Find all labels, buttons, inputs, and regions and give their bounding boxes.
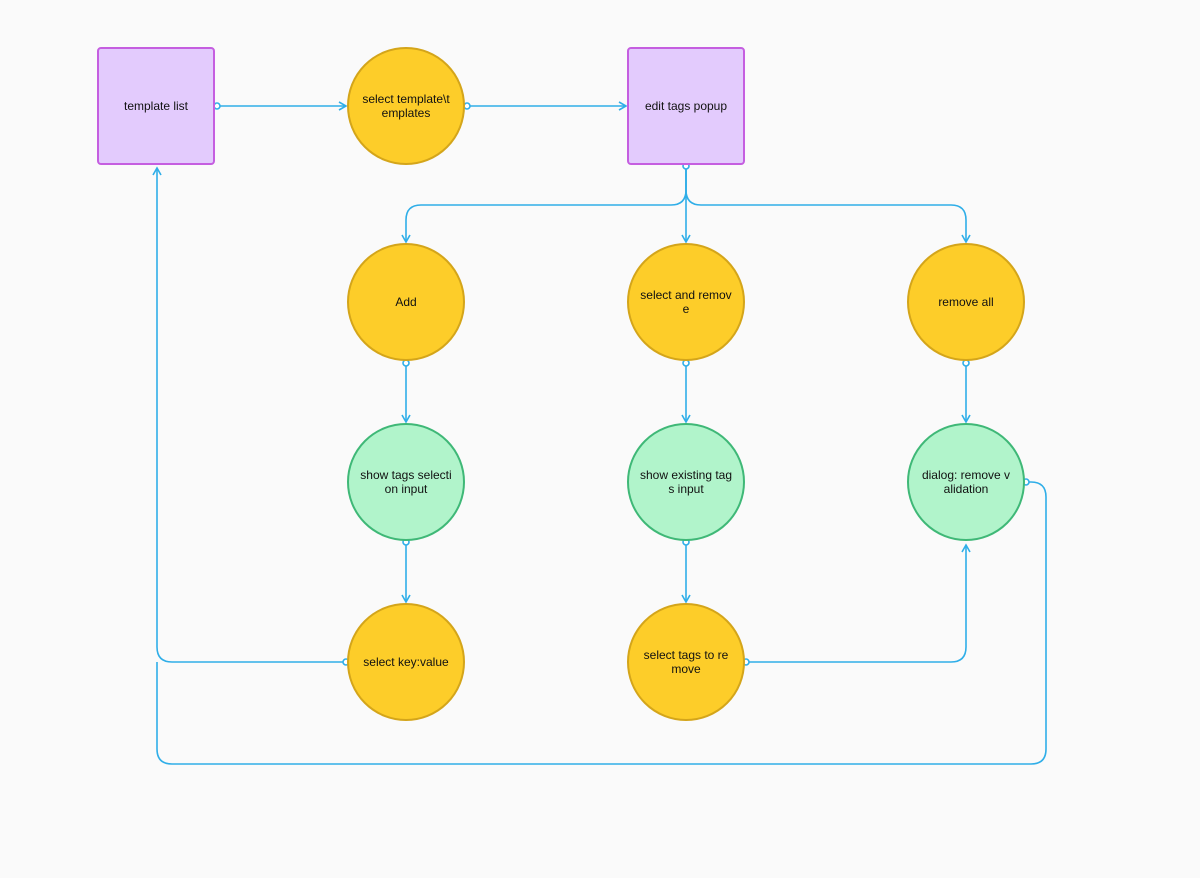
node-dialog-remove-validation[interactable]: dialog: remove validation — [907, 423, 1025, 541]
node-label: select and remove — [640, 288, 732, 316]
node-remove-all[interactable]: remove all — [907, 243, 1025, 361]
node-edit-tags-popup[interactable]: edit tags popup — [627, 47, 745, 165]
node-template-list[interactable]: template list — [97, 47, 215, 165]
node-label: select template\templates — [362, 92, 450, 120]
node-label: edit tags popup — [644, 99, 728, 113]
node-label: select tags to remove — [643, 648, 729, 676]
node-add[interactable]: Add — [347, 243, 465, 361]
node-label: select key:value — [363, 655, 449, 669]
node-select-key-value[interactable]: select key:value — [347, 603, 465, 721]
node-show-tags-selection-input[interactable]: show tags selection input — [347, 423, 465, 541]
node-select-tags-to-remove[interactable]: select tags to remove — [627, 603, 745, 721]
node-show-existing-tags-input[interactable]: show existing tags input — [627, 423, 745, 541]
node-label: show existing tags input — [639, 468, 733, 496]
node-label: Add — [395, 295, 417, 309]
edge-select-tags-to-remove-to-dialog — [746, 543, 971, 663]
node-select-and-remove[interactable]: select and remove — [627, 243, 745, 361]
node-label: template list — [123, 99, 189, 113]
node-label: remove all — [938, 295, 994, 309]
node-label: dialog: remove validation — [921, 468, 1011, 496]
edge-dialog-to-template-list — [156, 481, 1047, 765]
edge-popup-to-add — [401, 166, 687, 244]
node-select-templates[interactable]: select template\templates — [347, 47, 465, 165]
edge-select-key-value-to-template-list — [152, 166, 346, 663]
node-label: show tags selection input — [360, 468, 452, 496]
edge-popup-to-remove-all — [685, 166, 971, 244]
